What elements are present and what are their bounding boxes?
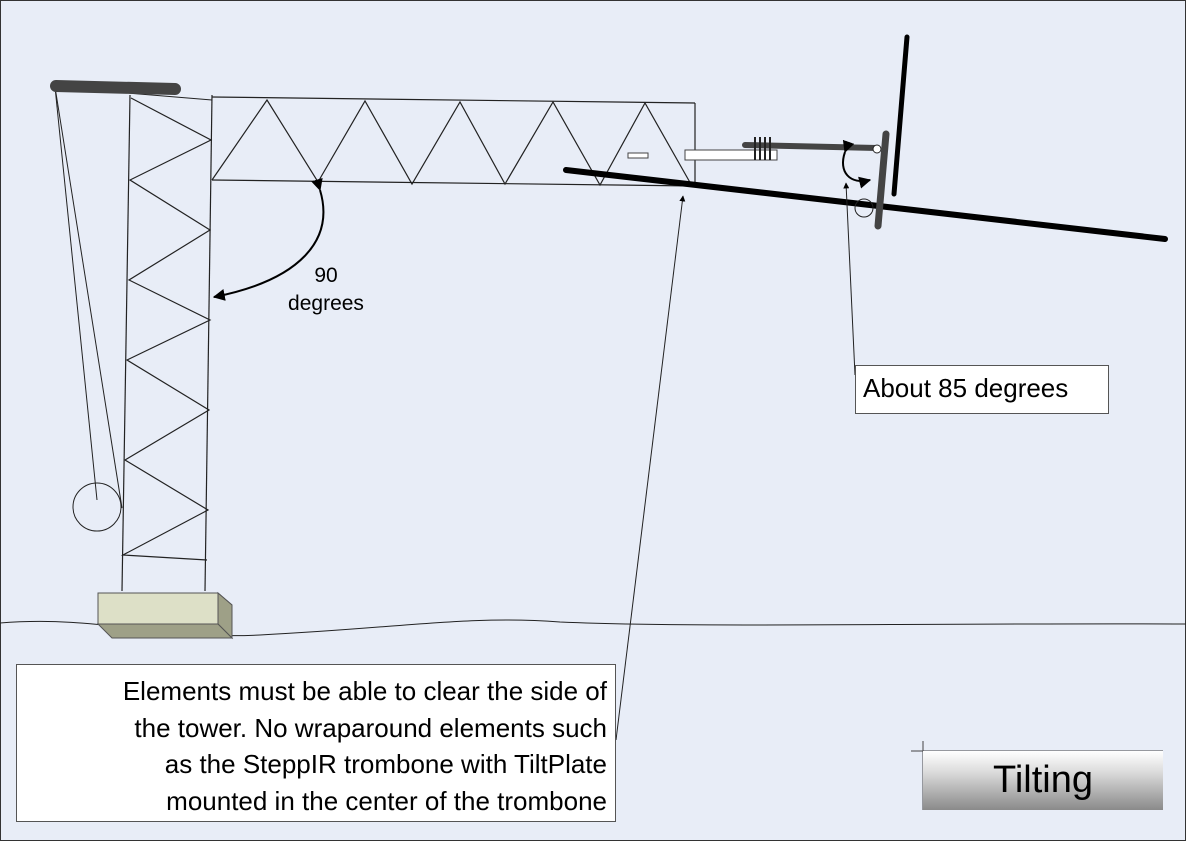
note-line: as the SteppIR trombone with TiltPlate [164, 749, 607, 779]
callout-elements-pointer [615, 195, 686, 741]
antenna-element [891, 34, 910, 197]
tower-truss [120, 94, 213, 592]
tilt-arm [742, 137, 882, 160]
winch-line [50, 80, 213, 532]
note-line: the tower. No wraparound elements such [134, 712, 607, 743]
callout-85-pointer [843, 182, 856, 376]
angle-label-90-line1: 90 [314, 264, 338, 287]
note-line: Elements must be able to clear the side … [122, 676, 607, 706]
title-box: Tilting [923, 751, 1163, 810]
callout-85-degrees: About 85 degrees [855, 365, 1109, 414]
boom-truss [211, 96, 696, 187]
tower-base [96, 591, 234, 640]
note-line: mounted in the center of the trombone [166, 785, 607, 816]
mast-pipe [627, 149, 778, 161]
tilt-plate [874, 130, 890, 230]
diagram-title: Tilting [993, 759, 1093, 801]
angle-arrow-90 [212, 177, 325, 301]
callout-85-text: About 85 degrees [863, 373, 1069, 403]
angle-arrow-85 [842, 139, 872, 189]
pivot-circle [854, 198, 874, 218]
antenna-boom [563, 167, 1168, 242]
angle-label-90-line2: degrees [288, 292, 364, 315]
callout-elements-note: Elements must be able to clear the side … [16, 664, 616, 822]
angle-label-90: 90 degrees [270, 262, 382, 318]
